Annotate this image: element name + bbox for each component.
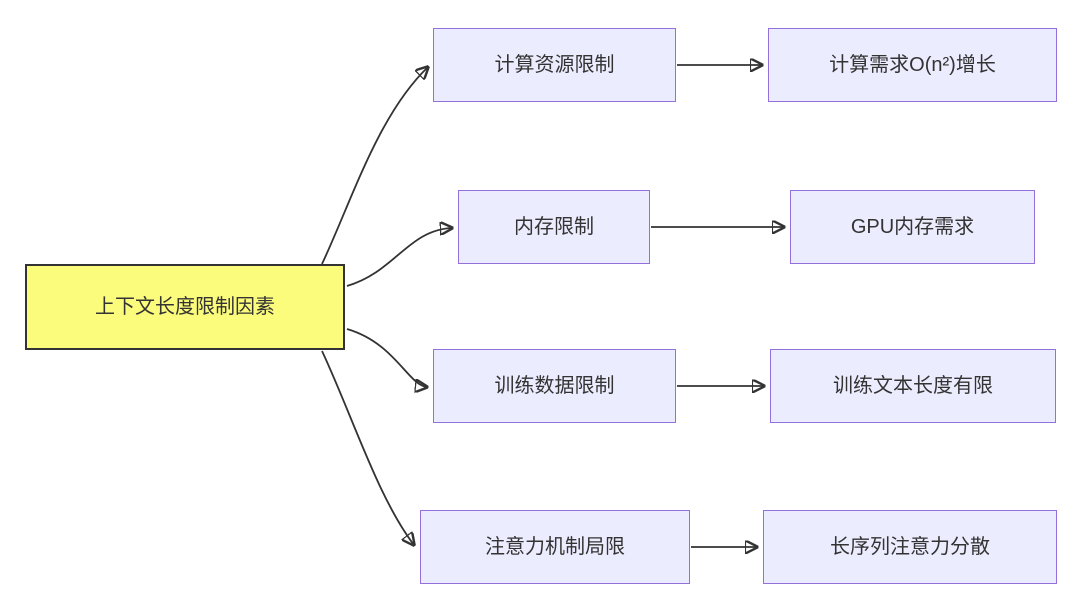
node-branch-2-cause-label: 内存限制 <box>514 215 594 238</box>
node-branch-4-cause: 注意力机制局限 <box>420 510 690 584</box>
node-root: 上下文长度限制因素 <box>25 264 345 350</box>
edge-root-to-branch-3 <box>346 328 427 387</box>
node-branch-4-effect: 长序列注意力分散 <box>763 510 1057 584</box>
node-branch-4-effect-label: 长序列注意力分散 <box>830 535 990 558</box>
edge-root-to-branch-1 <box>321 67 428 265</box>
node-branch-3-effect-label: 训练文本长度有限 <box>833 374 993 397</box>
node-branch-1-cause-label: 计算资源限制 <box>494 53 615 76</box>
node-branch-1-cause: 计算资源限制 <box>433 28 676 102</box>
node-branch-2-cause: 内存限制 <box>458 190 650 264</box>
node-branch-1-effect-label: 计算需求O(n²)增长 <box>829 53 996 76</box>
node-branch-3-cause: 训练数据限制 <box>433 349 676 423</box>
node-branch-4-cause-label: 注意力机制局限 <box>485 535 625 558</box>
node-root-label: 上下文长度限制因素 <box>95 295 275 318</box>
node-branch-1-effect: 计算需求O(n²)增长 <box>768 28 1057 102</box>
node-branch-2-effect: GPU内存需求 <box>790 190 1035 264</box>
node-branch-3-cause-label: 训练数据限制 <box>494 374 615 397</box>
edge-root-to-branch-2 <box>346 228 452 287</box>
node-branch-3-effect: 训练文本长度有限 <box>770 349 1056 423</box>
edge-root-to-branch-4 <box>321 350 414 545</box>
node-branch-2-effect-label: GPU内存需求 <box>850 215 975 238</box>
